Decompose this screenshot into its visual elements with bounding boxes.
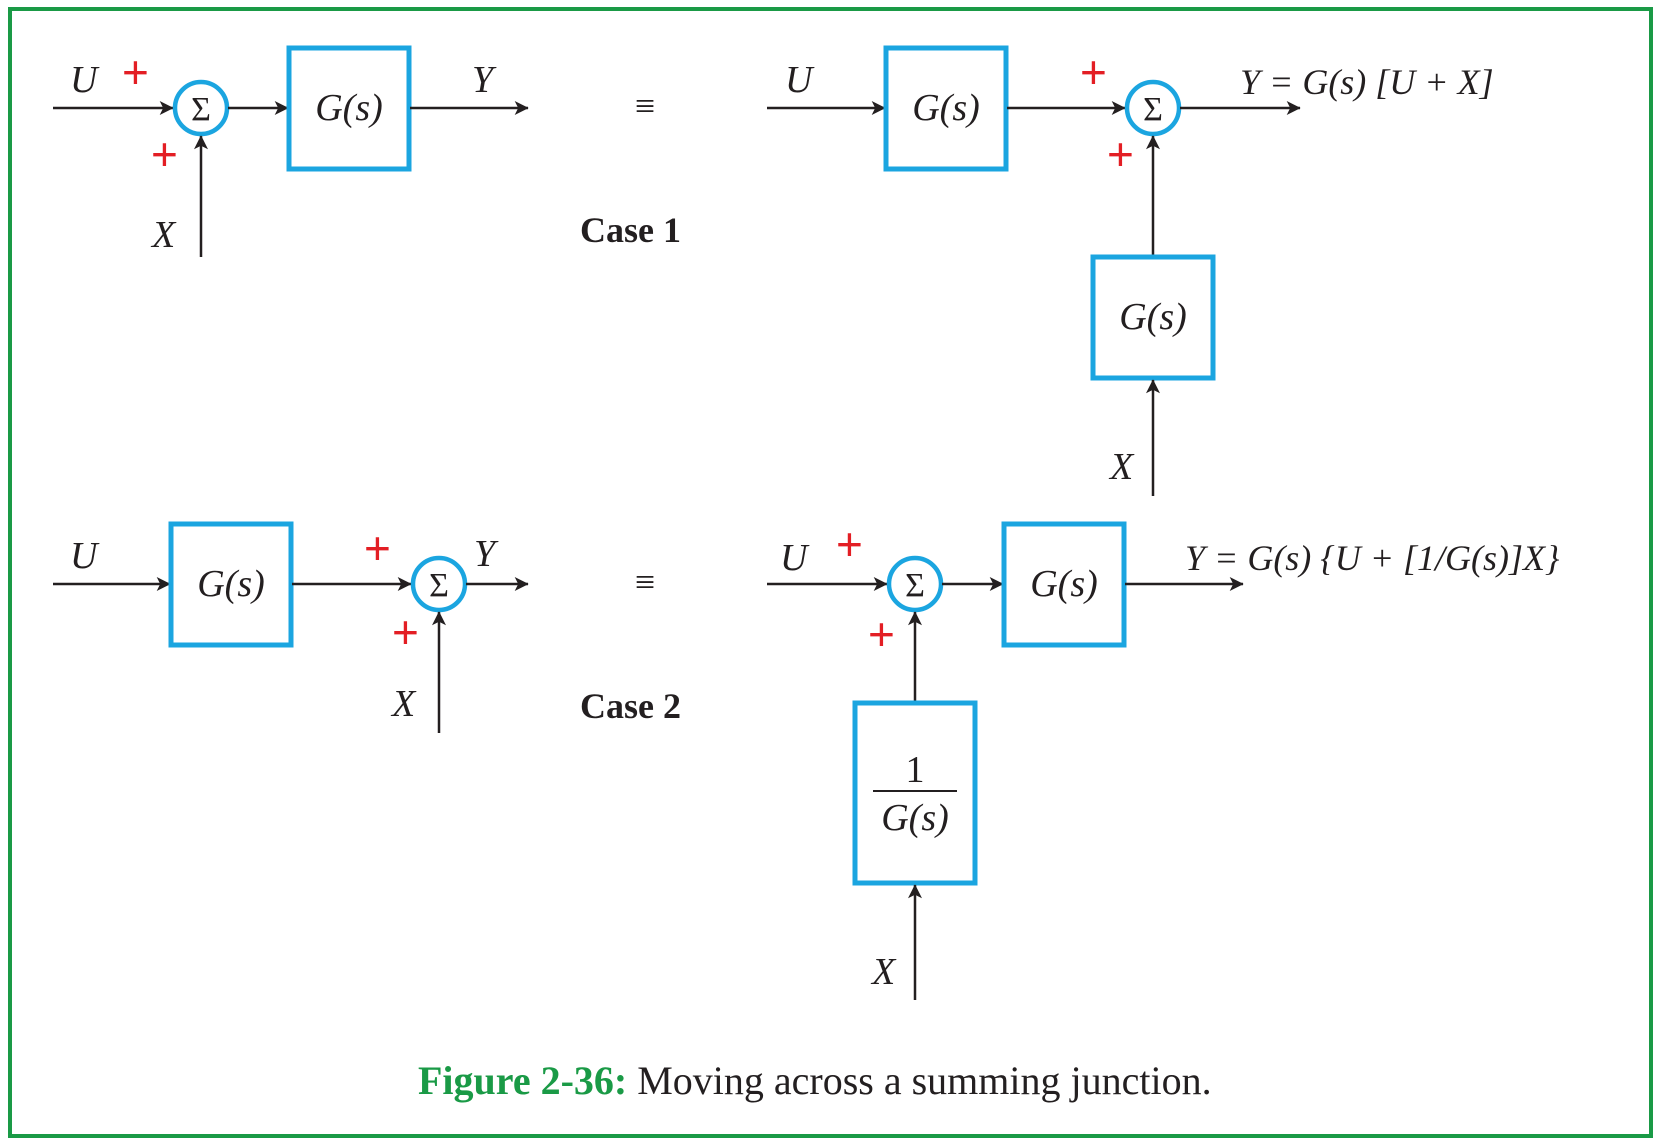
case1-right-diagram: U G(s) + Σ Y = G(s) [U + X] + G(s) X — [767, 45, 1494, 496]
output-equation: Y = G(s) [U + X] — [1240, 62, 1494, 102]
plus-sign: + — [151, 128, 178, 180]
case1-left-diagram: U + Σ + X G(s) Y — [53, 45, 529, 257]
block-label-gs: G(s) — [912, 87, 980, 129]
fraction-denominator: G(s) — [881, 797, 949, 839]
plus-sign: + — [868, 608, 895, 660]
figure-border — [8, 7, 1653, 1138]
case2-title: Case 2 — [580, 686, 681, 726]
summing-junction — [1124, 79, 1182, 137]
summing-junction — [886, 555, 944, 613]
figure-caption: Figure 2-36: Moving across a summing jun… — [418, 1058, 1212, 1103]
label-x: X — [1108, 446, 1135, 488]
sigma-symbol: Σ — [191, 91, 211, 128]
summing-junction — [172, 79, 230, 137]
block-label-gs: G(s) — [1030, 563, 1098, 605]
label-u: U — [785, 59, 815, 101]
label-y: Y — [472, 59, 497, 101]
block-label-gs: G(s) — [315, 87, 383, 129]
sigma-symbol: Σ — [429, 567, 449, 604]
plus-sign: + — [1107, 128, 1134, 180]
label-u: U — [70, 59, 100, 101]
caption-text: Moving across a summing junction. — [627, 1058, 1211, 1103]
caption-label: Figure 2-36: — [418, 1058, 627, 1103]
plus-sign: + — [836, 518, 863, 570]
summing-junction — [410, 555, 468, 613]
label-y: Y — [474, 533, 499, 575]
plus-sign: + — [122, 46, 149, 98]
label-u: U — [70, 535, 100, 577]
case1-title: Case 1 — [580, 210, 681, 250]
transfer-block-gs — [168, 521, 294, 648]
transfer-block-gs — [883, 45, 1009, 172]
fraction-numerator: 1 — [906, 749, 925, 791]
plus-sign: + — [1080, 46, 1107, 98]
output-equation: Y = G(s) {U + [1/G(s)]X} — [1185, 538, 1560, 578]
transfer-block-gs — [1001, 521, 1127, 648]
plus-sign: + — [392, 606, 419, 658]
transfer-block-gs — [286, 45, 412, 172]
sigma-symbol: Σ — [1143, 91, 1163, 128]
equivalence-symbol: ≡ — [635, 562, 655, 602]
case2-right-diagram: U + Σ G(s) Y = G(s) {U + [1/G(s)]X} + 1 … — [767, 518, 1560, 1000]
plus-sign: + — [364, 522, 391, 574]
block-label-gs: G(s) — [1119, 296, 1187, 338]
label-x: X — [390, 683, 417, 725]
block-label-gs: G(s) — [197, 563, 265, 605]
equivalence-symbol: ≡ — [635, 86, 655, 126]
transfer-block-gs — [1090, 254, 1216, 381]
label-x: X — [870, 951, 897, 993]
transfer-block-inverse-gs — [852, 700, 978, 886]
sigma-symbol: Σ — [905, 567, 925, 604]
label-u: U — [780, 537, 810, 579]
label-x: X — [150, 214, 177, 256]
case2-left-diagram: U G(s) + Σ Y + X — [53, 521, 529, 733]
